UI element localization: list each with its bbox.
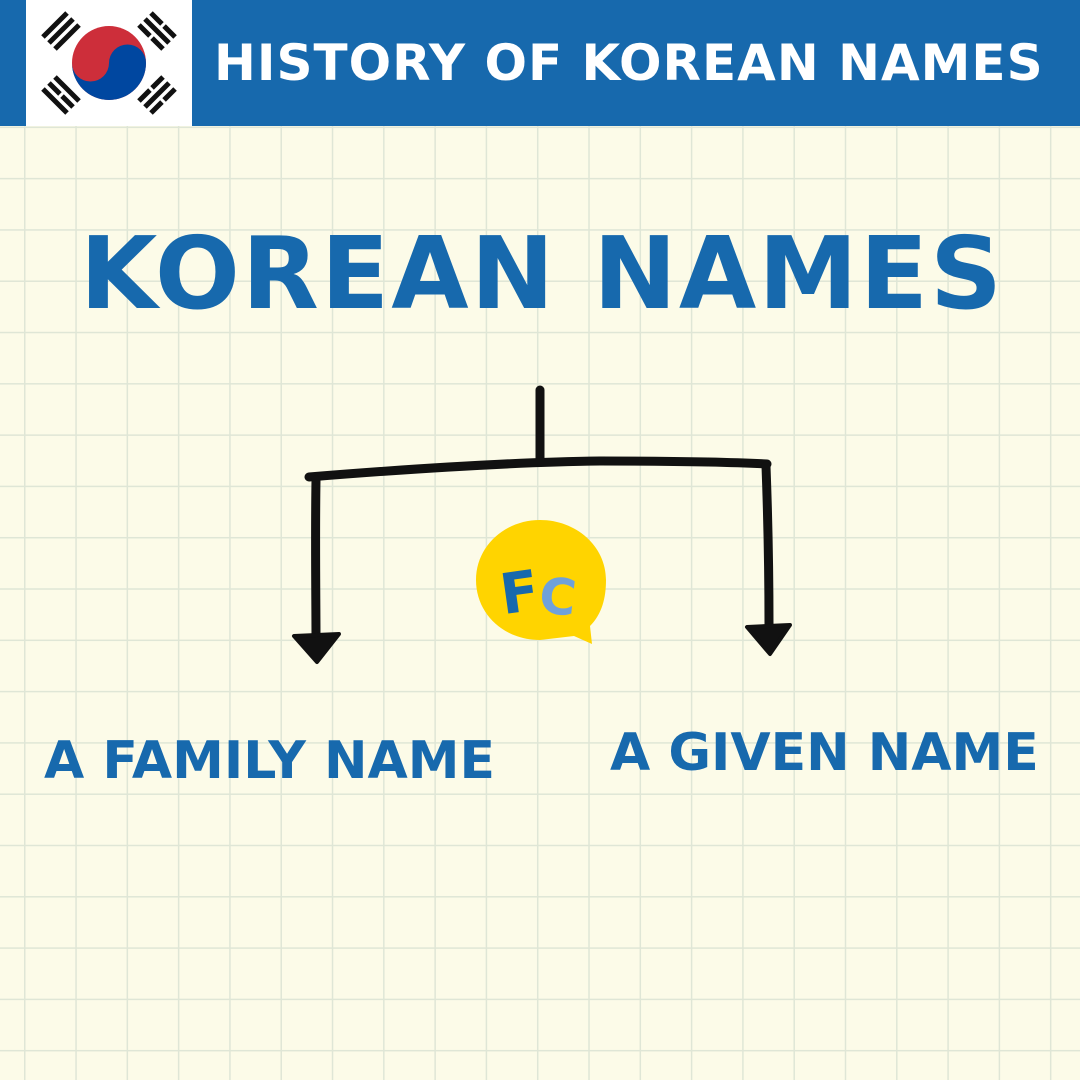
fc-speech-bubble-logo: F C — [476, 520, 606, 644]
branch-given-name: A GIVEN NAME — [610, 723, 1039, 783]
right-arrowhead — [745, 623, 792, 656]
south-korea-flag-icon — [26, 0, 192, 126]
fc-logo-letter-c: C — [537, 566, 580, 628]
header-banner: HISTORY OF KOREAN NAMES — [0, 0, 1080, 126]
branch-connector-line — [304, 456, 772, 482]
header-title: HISTORY OF KOREAN NAMES — [214, 34, 1044, 92]
branch-family-name: A FAMILY NAME — [44, 731, 496, 791]
diagram-root-title: KOREAN NAMES — [79, 215, 1005, 332]
fc-logo-letter-f: F — [496, 558, 543, 628]
left-arrowhead — [292, 632, 341, 664]
right-arrow-shaft — [761, 461, 774, 630]
